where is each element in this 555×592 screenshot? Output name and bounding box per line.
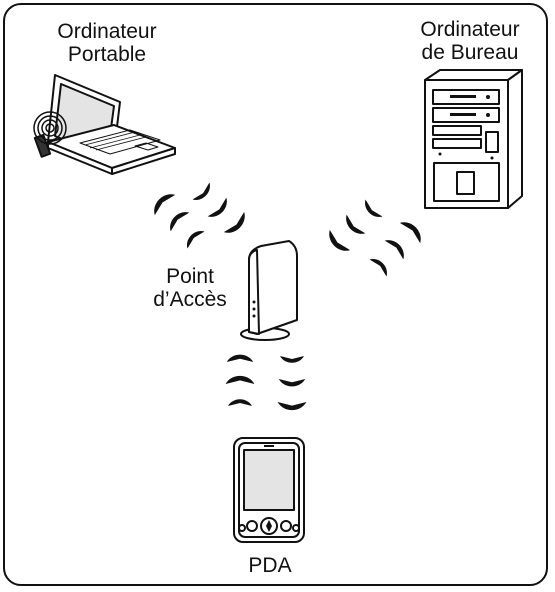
access-point-label: Point d’Accès xyxy=(120,265,260,311)
access-point-label-line1: Point xyxy=(166,265,214,288)
access-point-icon xyxy=(240,240,298,341)
desktop-tower-icon xyxy=(424,69,523,209)
laptop-label: Ordinateur Portable xyxy=(24,20,190,66)
pda-label-text: PDA xyxy=(248,554,292,577)
desktop-label-line2: de Bureau xyxy=(421,41,519,64)
pda-label: PDA xyxy=(215,554,325,577)
laptop-label-line2: Portable xyxy=(67,43,147,66)
diagram-frame xyxy=(3,3,548,586)
access-point-label-line2: d’Accès xyxy=(153,288,227,311)
desktop-label-line1: Ordinateur xyxy=(420,18,520,41)
pda-icon xyxy=(233,437,305,543)
desktop-label: Ordinateur de Bureau xyxy=(400,18,540,64)
laptop-icon xyxy=(33,74,176,175)
laptop-label-line1: Ordinateur xyxy=(57,20,157,43)
